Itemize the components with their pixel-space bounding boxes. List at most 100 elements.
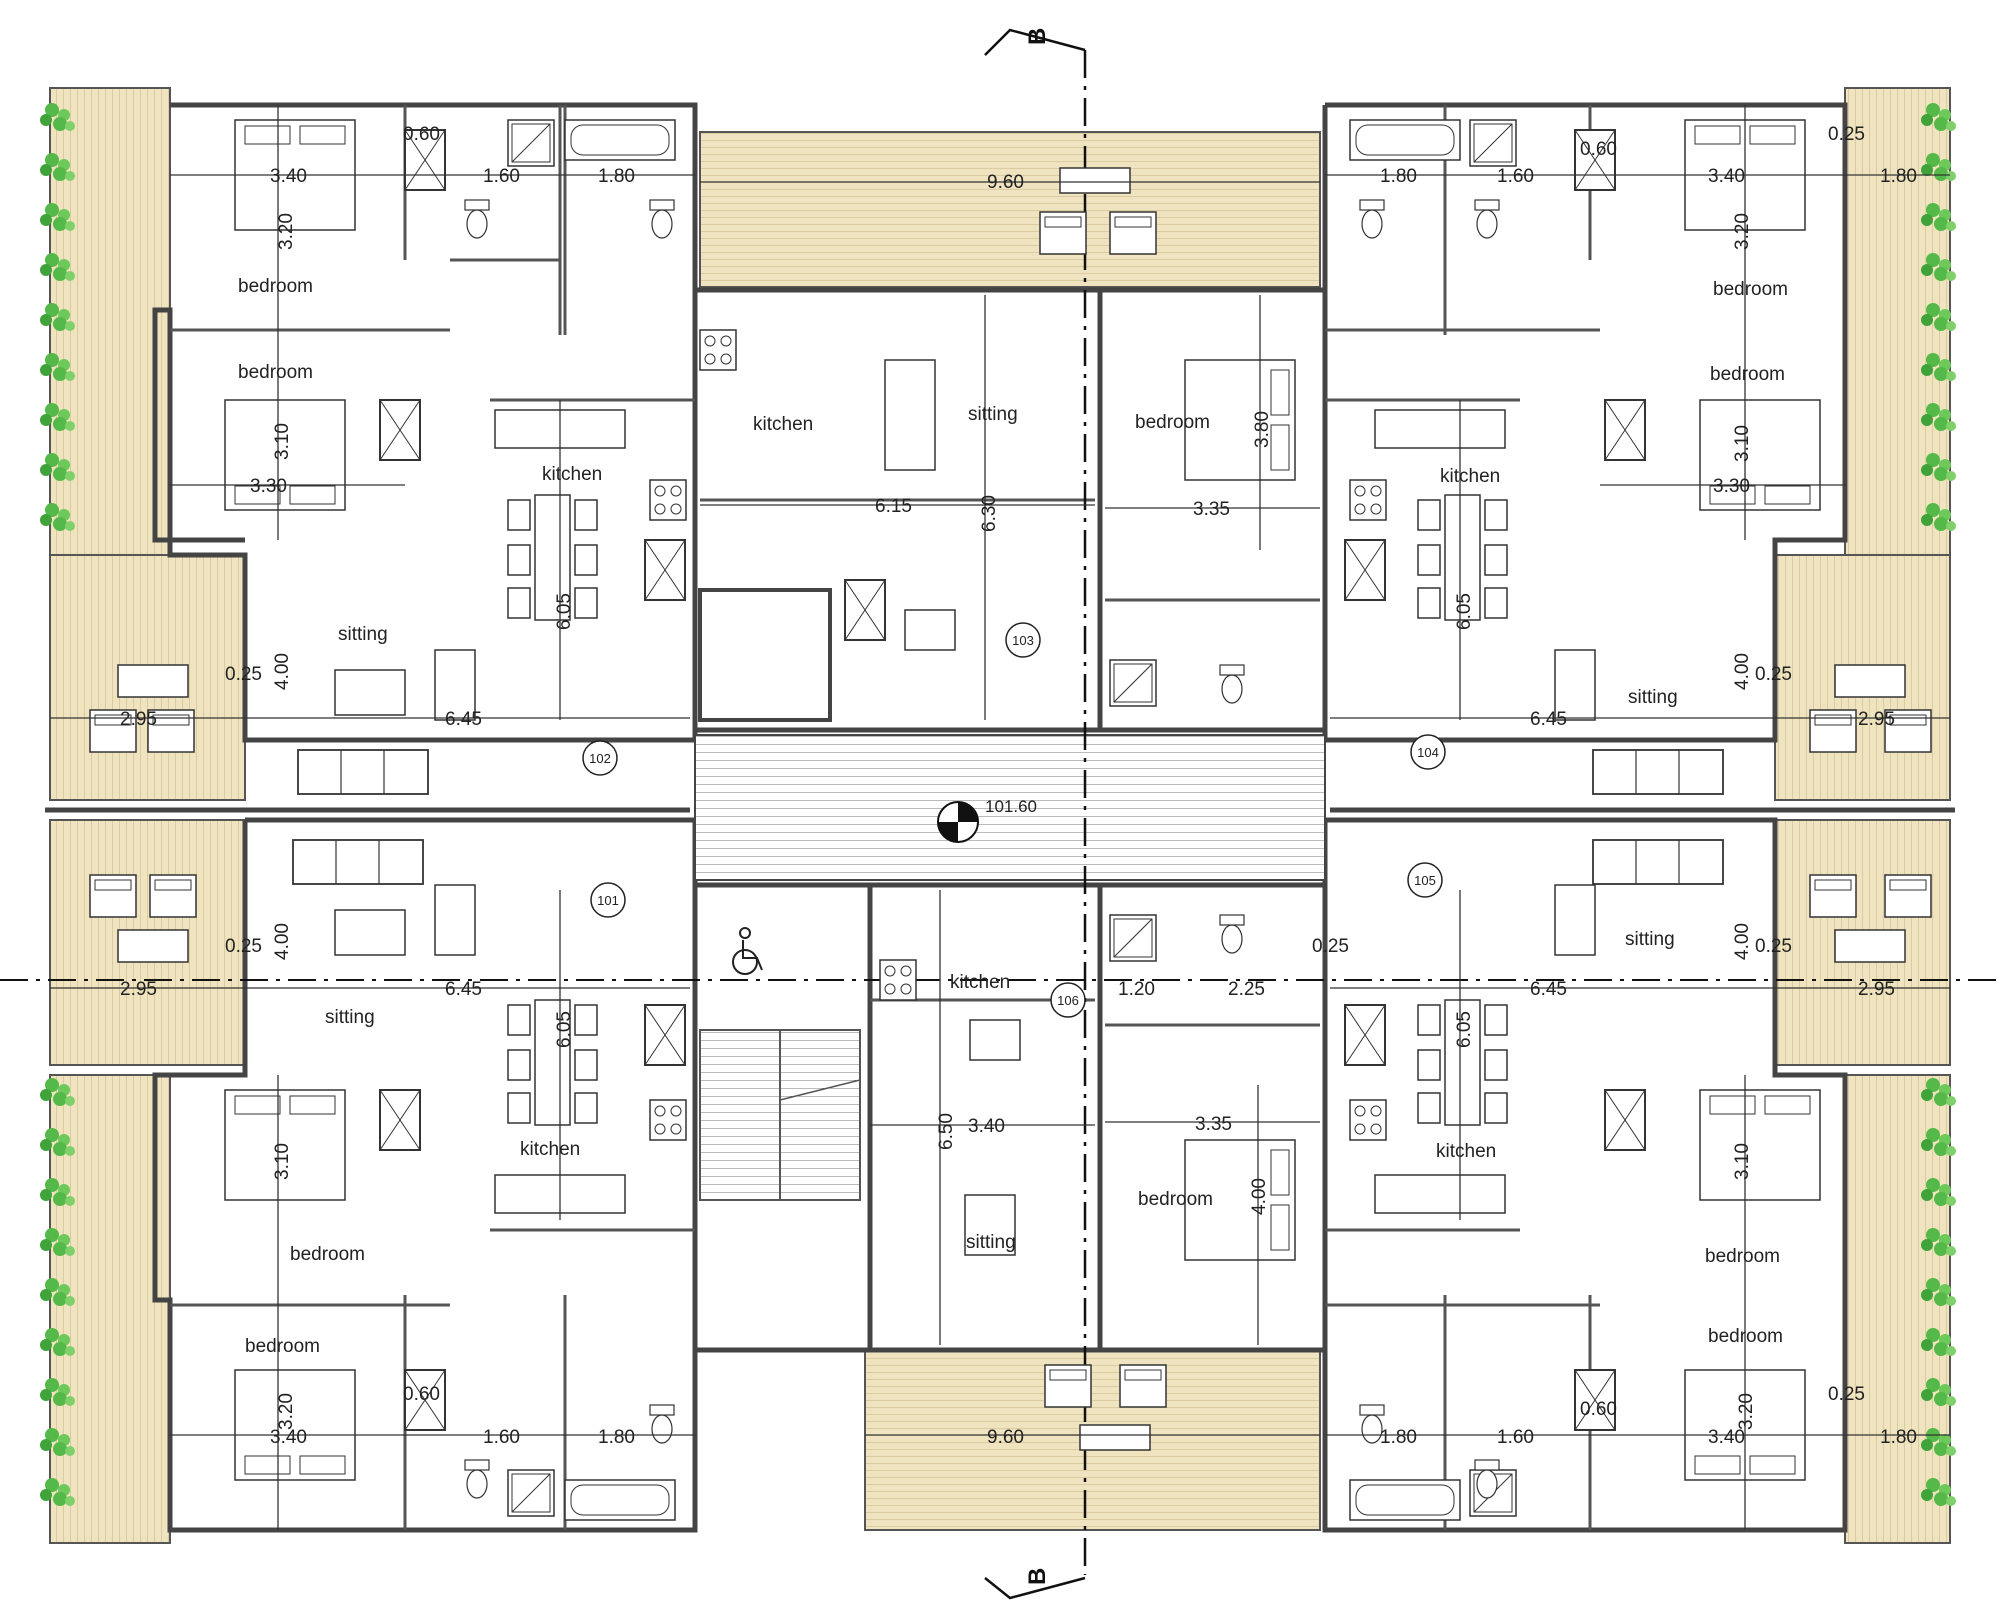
room-label-bedroom: bedroom: [245, 1336, 320, 1357]
room-label-sitting: sitting: [325, 1007, 375, 1028]
terrace-right-bottom: [1844, 1074, 1951, 1544]
dimension-label: 3.35: [1195, 1114, 1232, 1135]
dimension-label: 3.20: [1732, 213, 1753, 250]
room-label-kitchen: kitchen: [1440, 466, 1500, 487]
dimension-label: 4.00: [272, 653, 293, 690]
dimension-label: 6.05: [1454, 593, 1475, 630]
section-label-top: B: [1024, 28, 1051, 45]
dimension-label: 2.25: [1228, 979, 1265, 1000]
wall-center-top-block: [692, 287, 1328, 733]
dimension-label: 3.10: [272, 423, 293, 460]
section-line-b: [0, 28, 2000, 1600]
dimension-label: 1.80: [598, 1427, 635, 1448]
dimension-label: 6.45: [1530, 979, 1567, 1000]
room-label-bedroom: bedroom: [1713, 279, 1788, 300]
dimension-label: 6.45: [445, 709, 482, 730]
room-label-sitting: sitting: [338, 624, 388, 645]
dimension-label: 0.25: [1828, 1384, 1865, 1405]
dimension-label: 3.40: [1708, 1427, 1745, 1448]
dimension-label: 3.20: [1736, 1393, 1757, 1430]
section-label-bottom: B: [1024, 1568, 1051, 1585]
dimension-label: 3.40: [1708, 166, 1745, 187]
unit-number-104: 104: [1417, 745, 1439, 760]
unit-number-105: 105: [1414, 873, 1436, 888]
dimension-label: 0.25: [1755, 936, 1792, 957]
room-label-bedroom: bedroom: [1708, 1326, 1783, 1347]
terraces: [49, 87, 1951, 1544]
dimension-label: 6.15: [875, 496, 912, 517]
room-label-bedroom: bedroom: [1710, 364, 1785, 385]
dimension-label: 3.20: [276, 213, 297, 250]
room-label-kitchen: kitchen: [950, 972, 1010, 993]
dimension-label: 1.80: [1880, 1427, 1917, 1448]
unit-markers: [582, 622, 1446, 1018]
wheelchair-icon: [732, 927, 763, 975]
room-label-kitchen: kitchen: [1436, 1141, 1496, 1162]
room-label-sitting: sitting: [1628, 687, 1678, 708]
dimension-label: 6.30: [979, 495, 1000, 532]
dimension-label: 4.00: [272, 923, 293, 960]
dimension-label: 1.80: [1380, 1427, 1417, 1448]
dimension-label: 1.60: [1497, 1427, 1534, 1448]
dimension-label: 0.25: [1312, 936, 1349, 957]
dimension-label: 3.20: [276, 1393, 297, 1430]
dimension-label: 1.80: [1380, 166, 1417, 187]
unit-circle-104: [1410, 734, 1446, 770]
terrace-top-center: [699, 131, 1321, 288]
room-label-bedroom: bedroom: [238, 276, 313, 297]
unit-number-102: 102: [589, 751, 611, 766]
dimension-label: 6.50: [936, 1113, 957, 1150]
dimension-label: 1.60: [483, 166, 520, 187]
dimension-label: 3.30: [1713, 476, 1750, 497]
dimension-label: 4.00: [1732, 923, 1753, 960]
dimension-label: 3.10: [272, 1143, 293, 1180]
dimension-label: 1.80: [1880, 166, 1917, 187]
unit-circle-106: [1050, 982, 1086, 1018]
dimension-label: 9.60: [987, 1427, 1024, 1448]
dimension-lines: [50, 105, 1950, 1530]
dimension-label: 1.60: [1497, 166, 1534, 187]
dimension-labels: 3.40 3.20 0.60 1.60 1.80 9.60 1.80 1.60 …: [120, 124, 1917, 1448]
dimension-label: 3.40: [270, 1427, 307, 1448]
unit-number-101: 101: [597, 893, 619, 908]
dimension-label: 6.45: [445, 979, 482, 1000]
dimension-label: 0.60: [1580, 139, 1617, 160]
dimension-label: 0.25: [1755, 664, 1792, 685]
dimension-label: 3.40: [270, 166, 307, 187]
dimension-label: 1.60: [483, 1427, 520, 1448]
terrace-left-bottom: [49, 1074, 171, 1544]
unit-circle-103: [1005, 622, 1041, 658]
room-label-bedroom: bedroom: [1135, 412, 1210, 433]
dimension-label: 0.25: [1828, 124, 1865, 145]
dimension-label: 6.05: [554, 593, 575, 630]
dimension-label: 6.05: [554, 1011, 575, 1048]
dimension-label: 3.30: [250, 476, 287, 497]
dimension-label: 3.10: [1732, 1143, 1753, 1180]
room-label-bedroom: bedroom: [290, 1244, 365, 1265]
dimension-label: 3.40: [968, 1116, 1005, 1137]
level-marker: [937, 801, 979, 843]
dimension-label: 2.95: [120, 709, 157, 730]
wall-right-wing-lower-outline: [1322, 817, 1848, 1533]
room-label-kitchen: kitchen: [753, 414, 813, 435]
unit-circle-105: [1407, 862, 1443, 898]
room-labels: bedroom bedroom kitchen sitting sitting …: [238, 276, 1788, 1357]
dimension-label: 3.10: [1732, 425, 1753, 462]
room-label-bedroom: bedroom: [1138, 1189, 1213, 1210]
dimension-label: 2.95: [1858, 709, 1895, 730]
dimension-label: 0.60: [403, 1384, 440, 1405]
room-label-sitting: sitting: [1625, 929, 1675, 950]
stair-core: [694, 734, 1326, 1201]
unit-circle-101: [590, 882, 626, 918]
dimension-label: 0.25: [225, 664, 262, 685]
dimension-label: 9.60: [987, 172, 1024, 193]
corridor-landing: [694, 734, 1326, 881]
dimension-label: 0.25: [225, 936, 262, 957]
dimension-label: 0.60: [403, 124, 440, 145]
dimension-label: 4.00: [1732, 653, 1753, 690]
dimension-label: 2.95: [120, 979, 157, 1000]
dimension-label: 4.00: [1249, 1178, 1270, 1215]
dimension-label: 1.20: [1118, 979, 1155, 1000]
walls: [45, 102, 1955, 1533]
